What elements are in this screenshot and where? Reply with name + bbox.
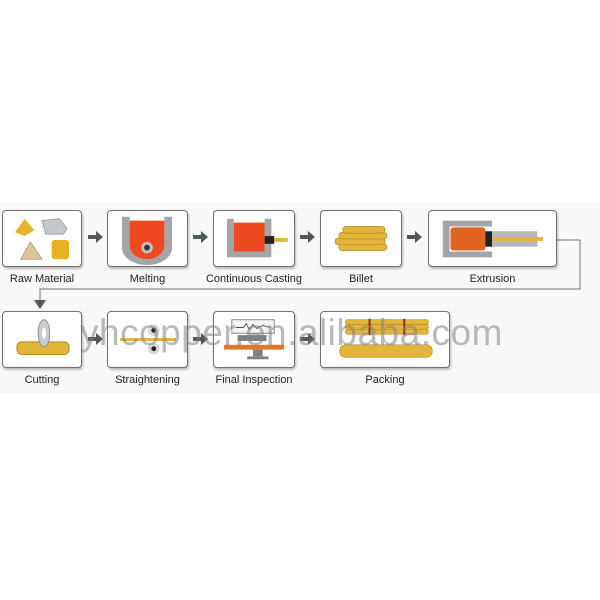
- arrow-right-icon: [88, 231, 103, 243]
- step-billet: [320, 210, 402, 267]
- arrow-right-icon: [407, 231, 422, 243]
- step-label: Final Inspection: [215, 374, 293, 386]
- step-final-inspection: [213, 311, 295, 368]
- raw-material-icon: [14, 218, 70, 260]
- step-label: Raw Material: [9, 273, 75, 285]
- step-extrusion: [428, 210, 557, 267]
- arrow-right-icon: [193, 333, 208, 345]
- inspection-machine-icon: [224, 319, 284, 360]
- step-label: Packing: [365, 374, 405, 386]
- step-raw-material: [2, 210, 82, 267]
- step-label: Extrusion: [469, 273, 516, 285]
- continuous-casting-icon: [226, 218, 288, 258]
- step-cutting: [2, 311, 82, 368]
- step-continuous-casting: [213, 210, 295, 267]
- step-packing: [320, 311, 450, 368]
- straightening-rollers-icon: [120, 324, 176, 355]
- arrow-right-icon: [300, 333, 315, 345]
- extrusion-press-icon: [442, 220, 544, 258]
- step-label: Continuous Casting: [205, 273, 302, 285]
- watermark: yhcopper.en.alibaba.com: [80, 312, 503, 353]
- step-label: Cutting: [24, 374, 60, 386]
- arrow-right-icon: [193, 231, 208, 243]
- arrow-right-icon: [88, 333, 103, 345]
- billet-stack-icon: [334, 226, 388, 251]
- arrow-right-icon: [300, 231, 315, 243]
- step-label: Straightening: [115, 374, 180, 386]
- packed-rods-icon: [339, 318, 433, 358]
- step-melting: [107, 210, 188, 267]
- step-straightening: [107, 311, 188, 368]
- cutting-saw-icon: [16, 319, 70, 355]
- step-label: Billet: [349, 273, 373, 285]
- melting-furnace-icon: [121, 216, 173, 266]
- step-label: Melting: [129, 273, 166, 285]
